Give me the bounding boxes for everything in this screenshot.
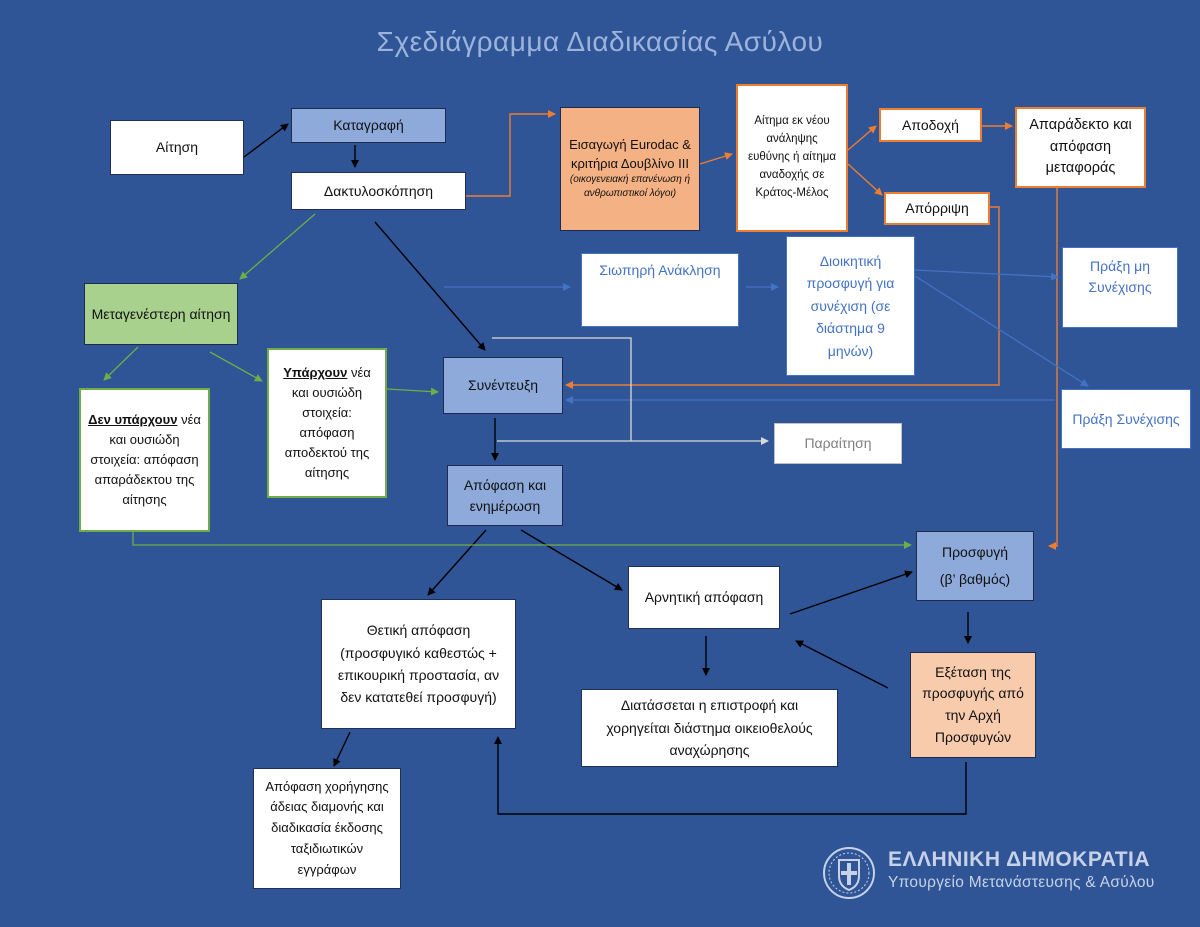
logo-line-2: Υπουργείο Μετανάστευσης & Ασύλου [888,874,1155,891]
box-praxi-synexisis: Πράξη Συνέχισης [1061,389,1191,449]
box-thetiki-apofasi: Θετική απόφαση (προσφυγικό καθεστώς + επ… [321,599,516,729]
box-exetasi-prosfygis: Εξέταση της προσφυγής από την Αρχή Προσφ… [910,652,1036,758]
box-apofasi-xorigisis: Απόφαση χορήγησης άδειας διαμονής και δι… [253,768,401,889]
box-siopiri-anaklisi: Σιωπηρή Ανάκληση [581,253,739,327]
box-metagenesteri-label: Μεταγενέστερη αίτηση [91,305,231,322]
box-yparxoun-rest: νέα και ουσιώδη στοιχεία: απόφαση αποδεκ… [284,364,371,481]
box-synenteuxi-label: Συνέντευξη [467,377,539,393]
logo-line-1: ΕΛΛΗΝΙΚΗ ΔΗΜΟΚΡΑΤΙΑ [888,848,1151,871]
greek-coat-of-arms-icon [823,847,875,899]
box-eurodac: Εισαγωγή Eurodac & κριτήρια Δουβλίνο ΙΙΙ… [560,107,700,231]
box-den-yparxoun: Δεν υπάρχουν νέα και ουσιώδη στοιχεία: α… [79,388,210,532]
box-apofasi-enimerosi-label: Απόφαση και ενημέρωση [463,476,547,514]
box-paraitisi: Παραίτηση [774,423,902,464]
box-arnitiki-apofasi-label: Αρνητική απόφαση [644,589,764,605]
box-prosfygi-label: Προσφυγή [941,544,1009,560]
box-prosfygi: Προσφυγή (β’ βαθμός) [916,531,1034,601]
box-yparxoun-text: Υπάρχουν νέα και ουσιώδη στοιχεία: απόφα… [275,363,379,484]
box-yparxoun-bold: Υπάρχουν [283,364,348,380]
box-prosfygi-sub: (β’ βαθμός) [939,571,1011,587]
box-diatassetai-epistrofi: Διατάσσεται η επιστροφή και χορηγείται δ… [581,689,838,767]
box-den-yparxoun-rest: νέα και ουσιώδη στοιχεία: απόφαση απαράδ… [90,411,201,508]
box-praxi-mi-synexisis: Πράξη μη Συνέχισης [1062,247,1178,328]
box-aporripsi: Απόρριψη [884,192,990,225]
box-den-yparxoun-text: Δεν υπάρχουν νέα και ουσιώδη στοιχεία: α… [87,410,202,511]
diagram-title: Σχεδιάγραμμα Διαδικασίας Ασύλου [376,26,824,57]
box-metagenesteri: Μεταγενέστερη αίτηση [84,283,238,345]
box-aporripsi-label: Απόρριψη [905,200,969,216]
box-aitisi-label: Αίτηση [155,139,199,155]
box-diatassetai-epistrofi-label: Διατάσσεται η επιστροφή και χορηγείται δ… [606,697,813,759]
box-dioikitiki-prosfygi: Διοικητική προσφυγή για συνέχιση (σε διά… [786,236,915,376]
box-aparadekto: Απαράδεκτο και απόφαση μεταφοράς [1015,107,1146,188]
box-daktyloskopisi-label: Δακτυλοσκόπηση [323,182,434,199]
box-yparxoun: Υπάρχουν νέα και ουσιώδη στοιχεία: απόφα… [267,348,387,498]
box-apofasi-xorigisis-label: Απόφαση χορήγησης άδειας διαμονής και δι… [265,778,389,877]
box-den-yparxoun-bold: Δεν υπάρχουν [88,411,178,427]
box-daktyloskopisi: Δακτυλοσκόπηση [291,172,466,210]
box-aitima-neou-label: Αίτημα εκ νέου ανάληψης ευθύνης ή αίτημα… [748,115,836,199]
box-arnitiki-apofasi: Αρνητική απόφαση [628,566,780,629]
box-katagrafi: Καταγραφή [291,108,446,143]
box-aitisi: Αίτηση [110,120,244,175]
box-katagrafi-label: Καταγραφή [333,117,404,133]
box-paraitisi-label: Παραίτηση [804,435,872,451]
box-exetasi-prosfygis-label: Εξέταση της προσφυγής από την Αρχή Προσφ… [922,663,1024,745]
box-praxi-synexisis-label: Πράξη Συνέχισης [1072,410,1180,427]
box-thetiki-apofasi-label: Θετική απόφαση (προσφυγικό καθεστώς + επ… [337,622,500,706]
box-eurodac-main: Εισαγωγή Eurodac & κριτήρια Δουβλίνο ΙΙΙ [569,137,691,171]
box-apofasi-enimerosi: Απόφαση και ενημέρωση [447,465,563,526]
box-siopiri-anaklisi-label: Σιωπηρή Ανάκληση [599,262,721,278]
box-aparadekto-label: Απαράδεκτο και απόφαση μεταφοράς [1029,116,1132,177]
box-eurodac-note: (οικογενειακή επανένωση ή ανθρωπιστικοί … [569,173,691,200]
box-synenteuxi: Συνέντευξη [443,357,563,414]
box-apodochi: Αποδοχή [879,108,982,142]
box-apodochi-label: Αποδοχή [902,116,959,133]
box-praxi-mi-synexisis-label: Πράξη μη Συνέχισης [1088,258,1152,295]
box-aitima-neou: Αίτημα εκ νέου ανάληψης ευθύνης ή αίτημα… [736,84,848,232]
box-dioikitiki-prosfygi-label: Διοικητική προσφυγή για συνέχιση (σε διά… [806,253,895,359]
